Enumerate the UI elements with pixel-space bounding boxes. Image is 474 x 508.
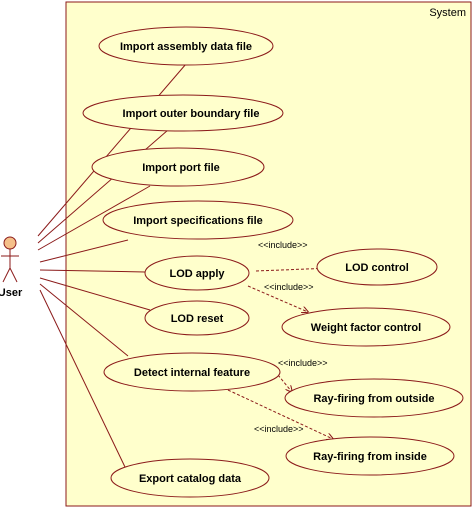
label-import-specifications: Import specifications file [133, 215, 263, 227]
actor-user[interactable] [1, 236, 19, 283]
actor-head [3, 236, 17, 250]
include-label-ray-outside: <<include>> [278, 358, 328, 368]
use-case-ray-inside[interactable] [285, 436, 455, 476]
use-case-import-assembly[interactable] [98, 26, 274, 66]
use-case-import-specifications[interactable] [102, 200, 294, 240]
label-export-catalog: Export catalog data [139, 473, 242, 485]
include-arrow-lod-control [255, 268, 332, 271]
include-label-lod-control: <<include>> [258, 240, 308, 250]
use-case-lod-control[interactable] [316, 248, 438, 286]
include-arrow-ray-inside [227, 389, 333, 439]
use-case-export-catalog[interactable] [110, 458, 270, 498]
use-case-lod-apply[interactable] [144, 255, 250, 291]
use-case-weight-factor[interactable] [281, 307, 451, 347]
include-relations [227, 268, 333, 439]
assoc-detect-internal [39, 283, 129, 357]
include-arrow-weight [247, 285, 308, 312]
use-case-detect-internal[interactable] [103, 352, 281, 392]
use-case-import-port[interactable] [91, 147, 265, 187]
use-case-lod-reset[interactable] [144, 300, 250, 336]
label-ray-inside: Ray-firing from inside [313, 451, 427, 463]
use-case-ray-outside[interactable] [284, 378, 464, 418]
use-case-import-outer-boundary[interactable] [82, 94, 284, 132]
assoc-lod-reset [39, 277, 151, 311]
label-weight-factor: Weight factor control [311, 322, 421, 334]
assoc-lod-apply [39, 269, 146, 273]
label-lod-reset: LOD reset [171, 313, 224, 325]
assoc-import-assembly [37, 63, 187, 237]
include-label-ray-inside: <<include>> [254, 424, 304, 434]
label-lod-control: LOD control [345, 262, 409, 274]
system-label: System [429, 7, 466, 19]
label-detect-internal: Detect internal feature [134, 367, 250, 379]
assoc-import-port [37, 185, 151, 251]
label-import-outer-boundary: Import outer boundary file [123, 108, 260, 120]
assoc-export-catalog [39, 289, 126, 468]
include-arrow-ray-outside [277, 374, 292, 392]
label-import-port: Import port file [142, 162, 220, 174]
actor-label: User [0, 287, 23, 299]
actor-leg-right [9, 267, 18, 283]
label-lod-apply: LOD apply [169, 268, 225, 280]
assoc-import-specifications [39, 239, 129, 263]
include-label-weight: <<include>> [264, 282, 314, 292]
label-import-assembly: Import assembly data file [120, 41, 252, 53]
actor-leg-left [2, 267, 11, 283]
label-ray-outside: Ray-firing from outside [313, 393, 434, 405]
